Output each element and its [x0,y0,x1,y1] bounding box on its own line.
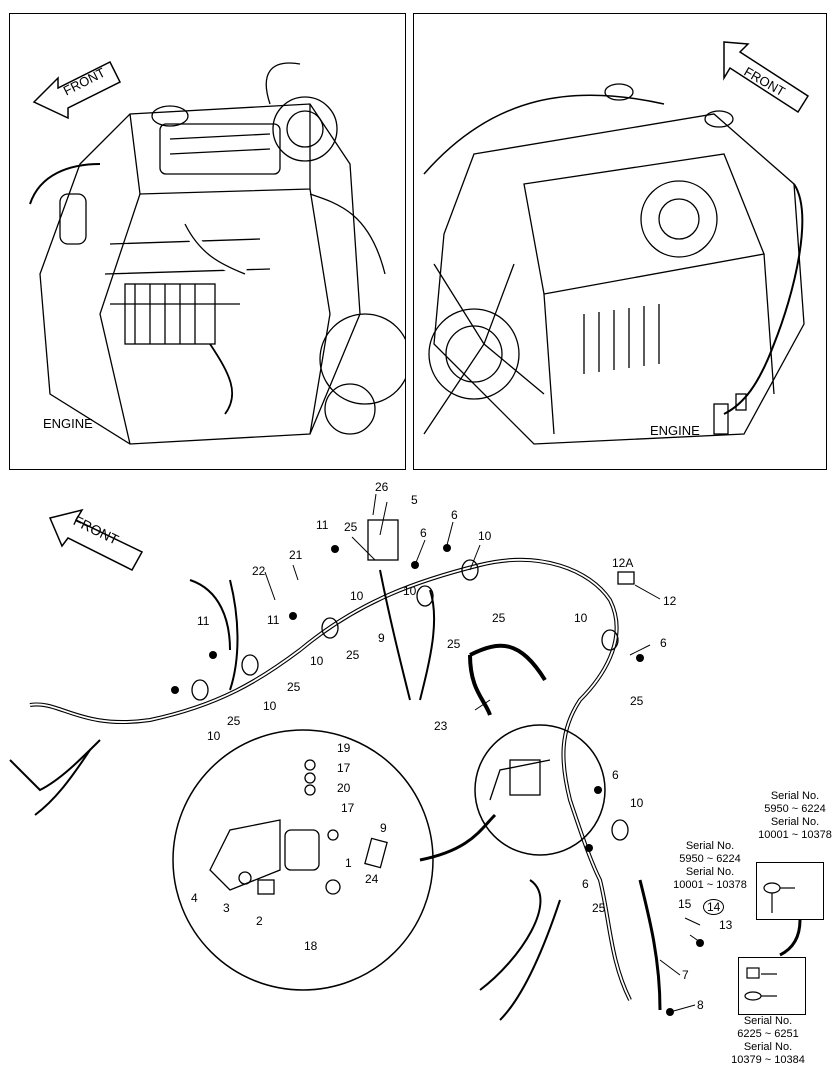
callout-6: 6 [420,526,427,540]
serial-note-a: Serial No. 5950 ~ 6224 Serial No. 10001 … [670,840,750,892]
callout-14: 14 [703,899,725,915]
callout-25: 25 [592,901,606,915]
engine-view-right: FRONT ENGINE [413,13,827,470]
callout-12: 12 [663,594,677,608]
bolt-drawing-c [744,967,777,1001]
callout-10: 10 [630,796,644,810]
callout-19: 19 [337,741,351,755]
callout-10: 10 [350,589,364,603]
serial-b-line4: 10001 ~ 10378 [758,829,832,841]
serial-b-line3: Serial No. [770,816,820,828]
callout-22: 22 [252,564,266,578]
callout-4: 4 [191,891,198,905]
callout-12a: 12A [612,556,634,570]
callout-7: 7 [682,968,689,982]
serial-a-line4: 10001 ~ 10378 [673,879,747,891]
callout-10: 10 [263,699,277,713]
callout-3: 3 [223,901,230,915]
serial-c-line2: 6225 ~ 6251 [737,1028,799,1040]
serial-a-line3: Serial No. [685,866,735,878]
callout-5: 5 [411,493,418,507]
callout-6: 6 [451,508,458,522]
serial-a-line2: 5950 ~ 6224 [679,853,741,865]
callout-25: 25 [630,694,644,708]
inset-box-c [738,957,806,1015]
serial-a-line1: Serial No. [685,840,735,852]
callout-6: 6 [660,636,667,650]
callout-26: 26 [375,480,389,494]
serial-note-b: Serial No. 5950 ~ 6224 Serial No. 10001 … [755,790,835,842]
callout-18: 18 [304,939,318,953]
front-label-main: FRONT [70,512,122,548]
callout-25: 25 [287,680,301,694]
serial-c-line3: Serial No. [743,1041,793,1053]
callout-25: 25 [492,611,506,625]
callout-15: 15 [678,897,692,911]
callout-6: 6 [582,877,589,891]
serial-b-line1: Serial No. [770,790,820,802]
bolt-drawing-b [763,882,795,913]
callout-11: 11 [267,613,280,627]
callout-23: 23 [434,719,448,733]
engine-view-left: FRONT ENGINE [9,13,406,470]
serial-c-line4: 10379 ~ 10384 [731,1054,805,1066]
callout-25: 25 [227,714,241,728]
engine-drawing-left [29,60,405,445]
callout-10: 10 [207,729,221,743]
callout-6: 6 [612,768,619,782]
callout-10: 10 [574,611,588,625]
engine-drawing-right [423,41,810,445]
engine-label-left: ENGINE [43,416,93,431]
callout-10: 10 [403,584,417,598]
callout-17: 17 [341,801,355,815]
callout-20: 20 [337,781,351,795]
callout-13: 13 [719,918,733,932]
callout-1: 1 [345,856,352,870]
callout-10: 10 [310,654,324,668]
callout-9: 9 [380,821,387,835]
callout-2: 2 [256,914,263,928]
callout-9: 9 [378,631,385,645]
engine-label-right: ENGINE [650,423,700,438]
inset-box-b [756,862,824,920]
callout-11: 11 [316,518,329,532]
serial-note-c: Serial No. 6225 ~ 6251 Serial No. 10379 … [728,1015,808,1067]
serial-b-line2: 5950 ~ 6224 [764,803,826,815]
callout-25: 25 [346,648,360,662]
callout-25: 25 [344,520,358,534]
callout-17: 17 [337,761,351,775]
serial-c-line1: Serial No. [743,1015,793,1027]
callout-24: 24 [365,872,379,886]
callout-8: 8 [697,998,704,1012]
callout-10: 10 [478,529,492,543]
callout-11: 11 [197,614,210,628]
callout-21: 21 [289,548,303,562]
callout-25: 25 [447,637,461,651]
